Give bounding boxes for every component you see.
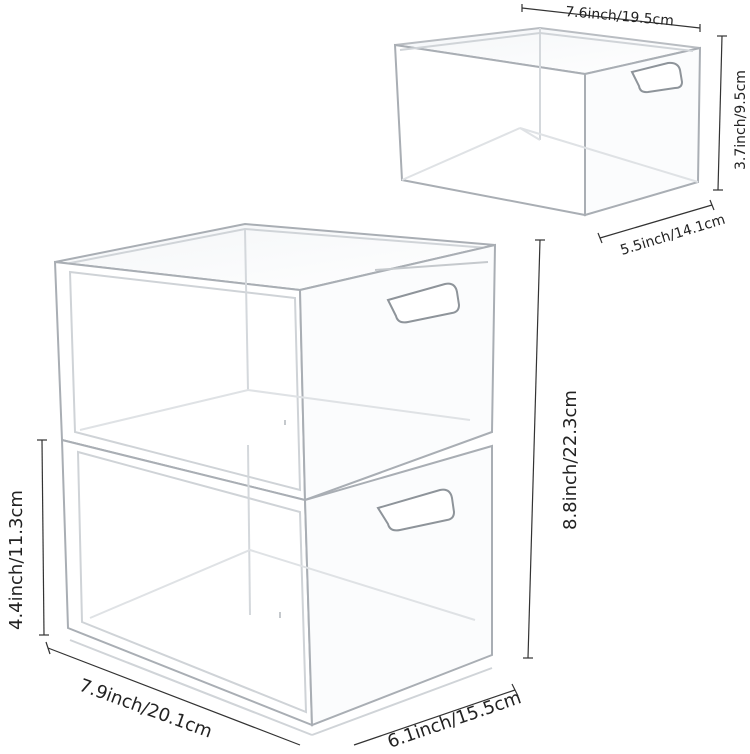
bin-width-label: 7.6inch/19.5cm xyxy=(565,4,675,29)
stack-width-label: 6.1inch/15.5cm xyxy=(385,687,524,750)
stack-total-height-label: 8.8inch/22.3cm xyxy=(560,390,581,530)
storage-bin xyxy=(393,26,702,217)
drawer-stack xyxy=(53,222,497,736)
stack-unit-height-label: 4.4inch/11.3cm xyxy=(6,490,27,630)
bin-depth-label: 5.5inch/14.1cm xyxy=(618,212,727,259)
bin-height-label: 3.7inch/9.5cm xyxy=(733,70,749,170)
lower-drawer-handle xyxy=(376,488,456,532)
bin-handle-cutout xyxy=(630,61,684,94)
upper-drawer xyxy=(53,229,497,502)
bin-front-face xyxy=(393,43,586,217)
stack-dimension-lines xyxy=(37,239,545,746)
bin-dimension-lines xyxy=(521,4,727,244)
upper-drawer-handle xyxy=(386,282,461,324)
lower-drawer xyxy=(60,438,493,736)
